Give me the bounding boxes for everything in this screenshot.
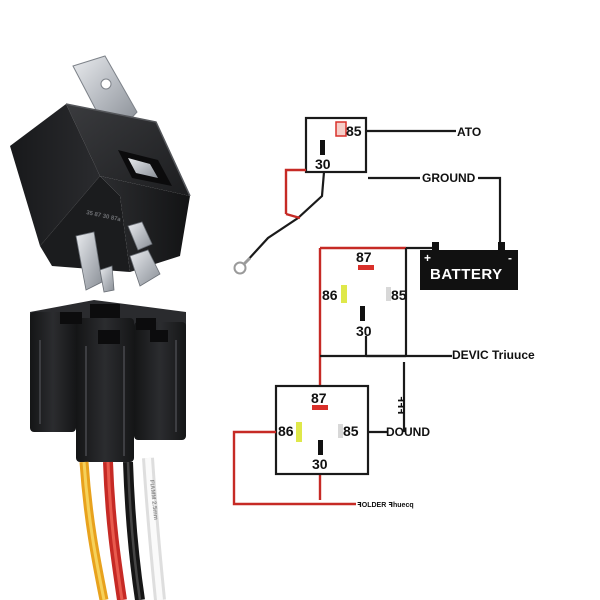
wire-ground-to-battery [478, 176, 502, 246]
relay-mid-pin-87-terminal [358, 265, 374, 270]
wire-red-lead [284, 168, 306, 214]
relay-mid: 87 86 85 30 [320, 248, 408, 358]
socket-wires: FIAMM 2.5mm [79, 457, 166, 600]
relay-bottom-pin-85-terminal [338, 424, 343, 438]
battery-minus: - [508, 251, 513, 265]
relay-top-pin-85: 85 [346, 123, 362, 139]
relay-bottom-box [274, 384, 370, 476]
relay-top: 85 30 [304, 116, 368, 174]
label-vertical: ꟻꟻꟻ [396, 396, 406, 414]
relay-bottom-pin-87: 87 [311, 390, 327, 406]
relay-top-pin-30-terminal [320, 140, 325, 155]
relay-bottom-pin-30: 30 [312, 456, 328, 472]
relay-bottom-pin-30-terminal [318, 440, 323, 455]
relay-photo-icon: 35 87 30 87a [10, 55, 191, 293]
relay-mid-pin-85-terminal [386, 287, 391, 301]
battery-plus-post [432, 242, 439, 252]
relay-mid-pin-87: 87 [356, 249, 372, 265]
relay-mid-pin-85: 85 [391, 287, 407, 303]
battery-body [420, 250, 518, 290]
label-ato: ATO [457, 125, 481, 139]
relay-mid-pin-30-terminal [360, 306, 365, 321]
label-ground: GROUND [422, 171, 476, 185]
relay-top-pin-30: 30 [315, 156, 331, 172]
relay-bottom-pin-86-terminal [296, 422, 302, 442]
battery: + - BATTERY [420, 242, 518, 290]
relay-top-pin-85-terminal [335, 121, 347, 137]
battery-minus-post [498, 242, 505, 252]
relay-mid-pin-30: 30 [356, 323, 372, 339]
relay-bottom-pin-85: 85 [343, 423, 359, 439]
relay-mid-pin-86-terminal [341, 285, 347, 303]
wire-print: FIAMM 2.5mm [148, 480, 158, 521]
battery-plus: + [424, 251, 432, 265]
battery-label: BATTERY [430, 266, 503, 283]
ring-terminal-icon [233, 261, 247, 275]
relay-bottom-pin-86: 86 [278, 423, 294, 439]
wire-red-bottom-loop [232, 430, 356, 506]
relay-mid-pin-86: 86 [322, 287, 338, 303]
label-bottom: ꟻOLDER ꟻhuecq [357, 502, 414, 509]
relay-bottom: 87 86 85 30 [274, 384, 370, 476]
relay-bottom-pin-87-terminal [312, 405, 328, 410]
label-device: DEVIC Triuuce [452, 348, 535, 362]
relay-socket-photo-icon [30, 300, 186, 462]
label-dound: DOUND [386, 425, 430, 439]
